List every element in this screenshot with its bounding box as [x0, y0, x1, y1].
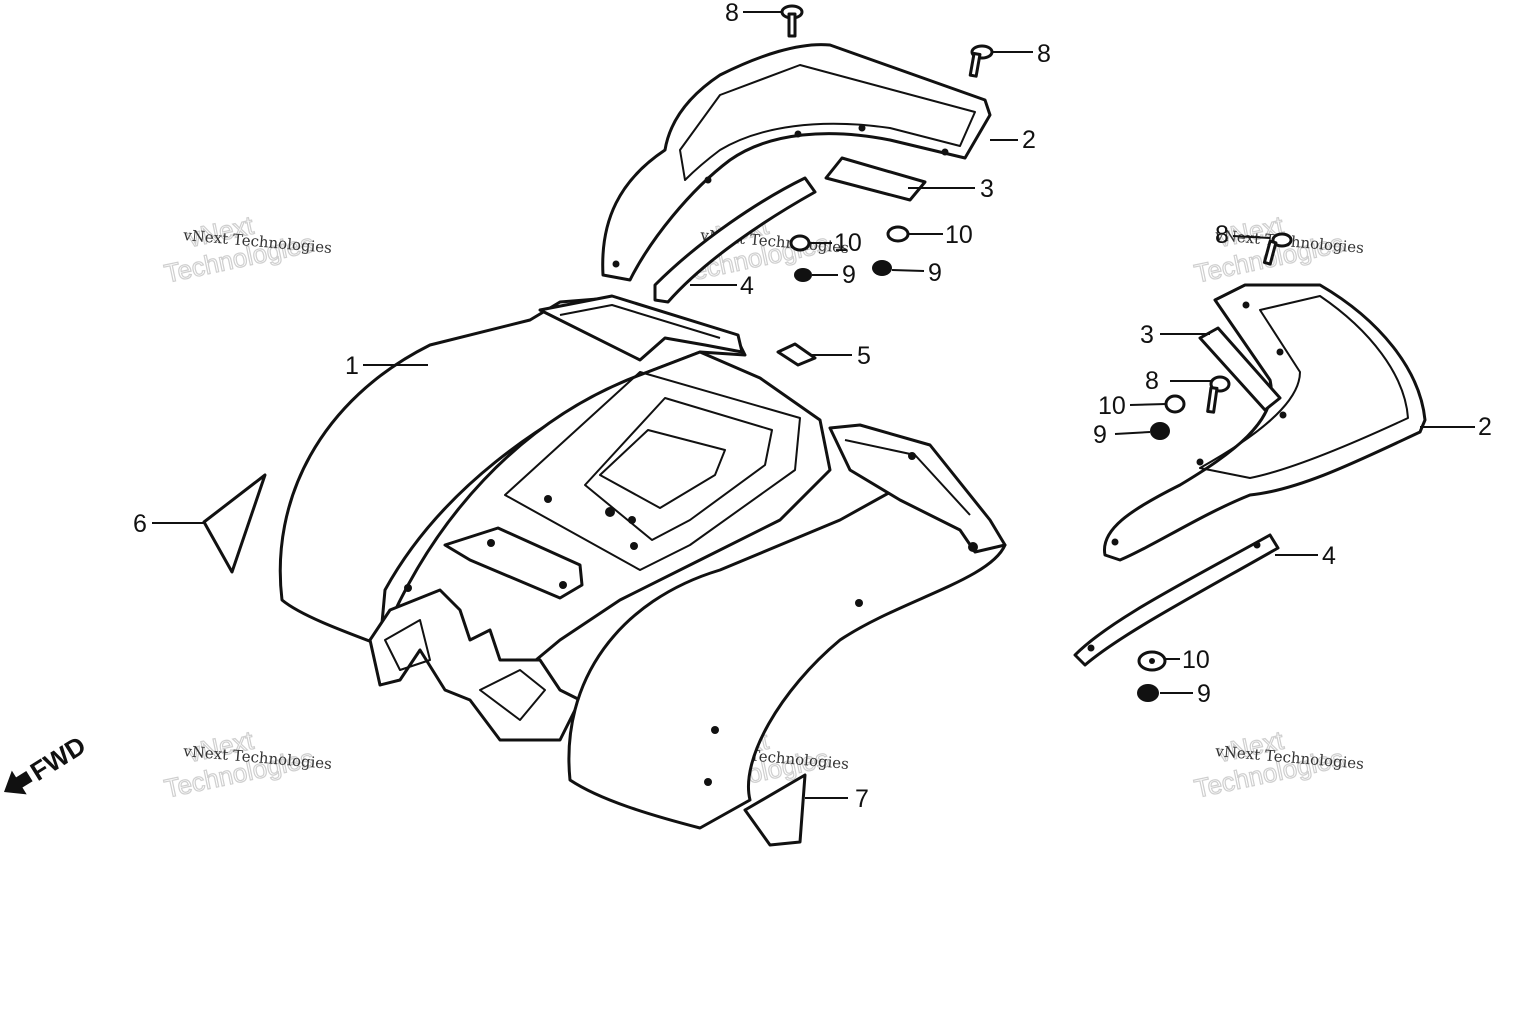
strip-upper-part-4 — [653, 176, 817, 304]
bracket-right-part-3 — [1198, 326, 1282, 412]
mount-hole-9 — [711, 726, 719, 734]
callout-1: 1 — [345, 352, 359, 380]
callout-10-c: 10 — [1098, 392, 1126, 420]
flap-right-hole-2 — [1196, 458, 1204, 466]
callout-8-right: 8 — [1215, 221, 1229, 249]
flap-upper-hole-2 — [704, 176, 712, 184]
mount-hole-4 — [630, 542, 638, 550]
mount-hole-3 — [628, 516, 636, 524]
deck-front-plate — [443, 526, 584, 600]
mount-hole-5 — [404, 584, 412, 592]
mount-hole-2 — [605, 507, 615, 517]
nut-icon — [872, 260, 892, 276]
flap-right-inner — [1199, 295, 1409, 479]
callout-2-right: 2 — [1478, 413, 1492, 441]
mount-hole-1 — [544, 495, 552, 503]
flap-right-outline — [1102, 283, 1427, 562]
fasteners — [780, 4, 1293, 702]
bolt-icon — [1206, 375, 1231, 414]
washer-hole — [1149, 658, 1155, 664]
callout-9-a: 9 — [842, 261, 856, 289]
nut-icon — [794, 268, 812, 282]
mount-hole-7 — [559, 581, 567, 589]
fender-right-ridge — [828, 423, 1007, 554]
flap-right-hole-5 — [1279, 411, 1287, 419]
callout-8-right-lower: 8 — [1145, 367, 1159, 395]
skirt-vent-left — [384, 619, 431, 671]
flap-upper-hole-1 — [612, 260, 620, 268]
flap-right-hole-4 — [1242, 301, 1250, 309]
deck-tray-outer — [504, 371, 801, 571]
callout-8-top: 8 — [725, 0, 739, 27]
washer-icon — [789, 234, 811, 252]
bolt-icon — [780, 4, 804, 38]
strip-right-part-4 — [1073, 533, 1280, 667]
flap-right-hole-3 — [1276, 348, 1284, 356]
fender-flap-right-part-2 — [1102, 283, 1427, 562]
side-cover-part-7 — [743, 773, 807, 847]
arrow-left-icon — [4, 770, 33, 795]
callout-9-b: 9 — [928, 259, 942, 287]
fender-tail-inner — [559, 304, 721, 339]
callout-5: 5 — [857, 342, 871, 370]
callout-3-upper: 3 — [980, 175, 994, 203]
strip-right-hole-1 — [1087, 644, 1095, 652]
callout-3-right: 3 — [1140, 321, 1154, 349]
callout-8-upper-right: 8 — [1037, 40, 1051, 68]
callout-10-a: 10 — [834, 229, 862, 257]
fender-flap-upper-part-2 — [601, 43, 992, 282]
strip-right-hole-2 — [1253, 541, 1261, 549]
fender-right-wing — [567, 468, 1007, 830]
decal-part-5 — [776, 342, 817, 367]
flap-upper-hole-3 — [794, 130, 802, 138]
mount-hole-10 — [704, 778, 712, 786]
fender-center-deck — [378, 350, 832, 692]
nut-icon — [1137, 684, 1159, 702]
bolt-icon — [1262, 232, 1293, 266]
forward-direction-indicator: FWD — [4, 730, 91, 795]
nut-icon — [1150, 422, 1170, 440]
callout-10-d: 10 — [1182, 646, 1210, 674]
flap-upper-hole-4 — [858, 124, 866, 132]
callout-4-right: 4 — [1322, 542, 1336, 570]
flap-upper-inner — [679, 64, 976, 181]
callout-7: 7 — [855, 785, 869, 813]
washer-icon — [886, 225, 910, 243]
callout-9-c: 9 — [1093, 421, 1107, 449]
mount-hole-6 — [487, 539, 495, 547]
callout-4-upper: 4 — [740, 272, 754, 300]
bracket-upper-part-3 — [824, 156, 927, 202]
deck-tray-inner — [584, 397, 773, 541]
side-cover-part-6 — [202, 473, 267, 574]
deck-tray-window — [599, 429, 726, 509]
fender-tail-top — [538, 294, 744, 362]
fwd-label: FWD — [25, 730, 91, 787]
rear-fender-part-1 — [278, 294, 1007, 830]
callout-10-b: 10 — [945, 221, 973, 249]
mount-hole-8 — [855, 599, 863, 607]
callout-2-upper: 2 — [1022, 126, 1036, 154]
bolt-icon — [968, 44, 994, 78]
mount-hole-12 — [908, 452, 916, 460]
leader-lines — [152, 11, 1475, 799]
callout-labels: 1 2 2 3 3 4 4 5 6 7 8 8 8 8 9 9 9 9 10 1… — [133, 0, 1492, 813]
washer-icon — [1164, 394, 1186, 414]
callout-9-d: 9 — [1197, 680, 1211, 708]
mount-hole-11 — [968, 542, 978, 552]
callout-6: 6 — [133, 510, 147, 538]
skirt-vent-mid — [479, 669, 546, 721]
flap-right-hole-1 — [1111, 538, 1119, 546]
flap-upper-hole-5 — [941, 148, 949, 156]
